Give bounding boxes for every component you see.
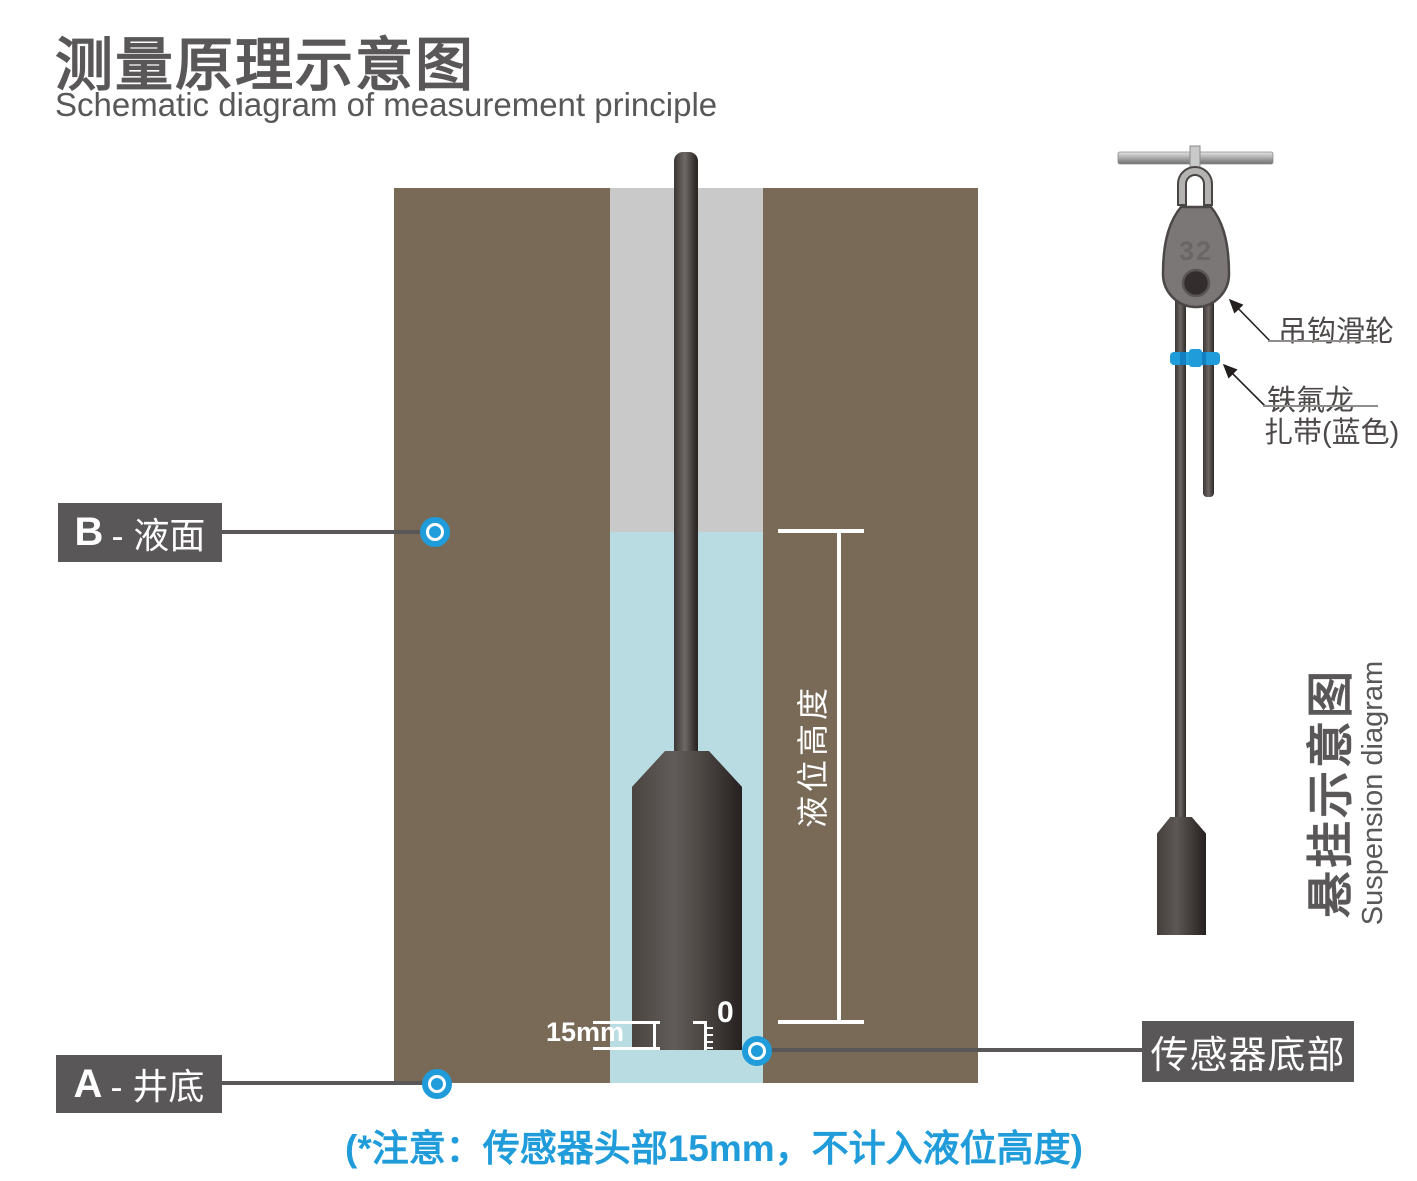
well-bottom-marker <box>422 1069 452 1099</box>
callout-letter: A <box>73 1061 103 1106</box>
callout-text: - 井底 <box>110 1066 205 1107</box>
sensor-bottom-marker <box>742 1036 772 1066</box>
footnote: (*注意：传感器头部15mm，不计入液位高度) <box>345 1128 1083 1169</box>
tie-label-line2: 扎带(蓝色) <box>1264 417 1400 449</box>
tie-arrow <box>1222 363 1266 407</box>
suspension-title-chinese: 悬挂示意图 <box>1303 668 1357 918</box>
well-bottom-callout: A - 井底 <box>56 1055 222 1113</box>
liquid-surface-marker <box>420 517 450 547</box>
suspension-cable-short <box>1203 292 1214 497</box>
pulley-arrow <box>1228 298 1271 342</box>
scale-ruler-tick <box>707 1027 713 1029</box>
pulley-assembly: 32 <box>1117 145 1274 309</box>
dimension-vertical-line <box>837 529 841 1024</box>
suspension-probe <box>1157 817 1206 935</box>
suspension-cable-long <box>1175 292 1186 820</box>
marker-dot <box>751 1045 763 1057</box>
tie-label-underline <box>1263 405 1378 407</box>
dimension-bottom-cap <box>778 1020 864 1024</box>
liquid-surface-leader-line <box>222 530 435 534</box>
scale-ruler-tick <box>707 1034 713 1036</box>
offset-bracket-top <box>593 1021 660 1024</box>
teflon-tie-clasp <box>1189 349 1202 367</box>
marker-dot <box>429 526 441 538</box>
sensor-bottom-callout: 传感器底部 <box>1142 1021 1354 1082</box>
sensor-bottom-leader-line <box>757 1048 1144 1052</box>
scale-zero-label: 0 <box>717 996 734 1029</box>
page-title-english: Schematic diagram of measurement princip… <box>55 86 718 123</box>
callout-text: - 液面 <box>111 514 206 556</box>
pulley-label-underline <box>1268 340 1378 342</box>
suspension-title-block: 悬挂示意图 Suspension diagram <box>1295 613 1401 973</box>
sensor-cable <box>674 152 698 762</box>
page-title-chinese: 测量原理示意图 <box>55 33 476 98</box>
liquid-surface-callout: B - 液面 <box>58 503 222 562</box>
sensor-probe <box>632 751 742 1050</box>
scale-ruler-tick <box>707 1047 713 1049</box>
offset-bracket-connector <box>653 1021 656 1050</box>
pulley-axle-hole <box>1181 268 1211 298</box>
offset-15mm-label: 15mm <box>546 1017 625 1047</box>
offset-bracket-bottom <box>593 1047 660 1050</box>
pulley-marking: 32 <box>1179 236 1213 266</box>
hook-shackle <box>1177 166 1213 206</box>
scale-ruler-line <box>704 1021 707 1050</box>
marker-dot <box>431 1078 443 1090</box>
well-bottom-leader-line <box>222 1081 437 1085</box>
pulley-label: 吊钩滑轮 <box>1278 316 1395 348</box>
dimension-top-cap <box>778 529 864 533</box>
tie-label-line1: 铁氟龙 <box>1267 385 1355 417</box>
pulley-body <box>1161 205 1231 309</box>
level-height-label: 液位高度 <box>795 684 831 829</box>
scale-ruler-tick <box>707 1041 713 1043</box>
callout-letter: B <box>74 510 104 554</box>
annotation-arrows <box>1222 298 1271 407</box>
scale-ruler-zero-tick <box>693 1021 705 1024</box>
suspension-title-english: Suspension diagram <box>1357 660 1390 926</box>
